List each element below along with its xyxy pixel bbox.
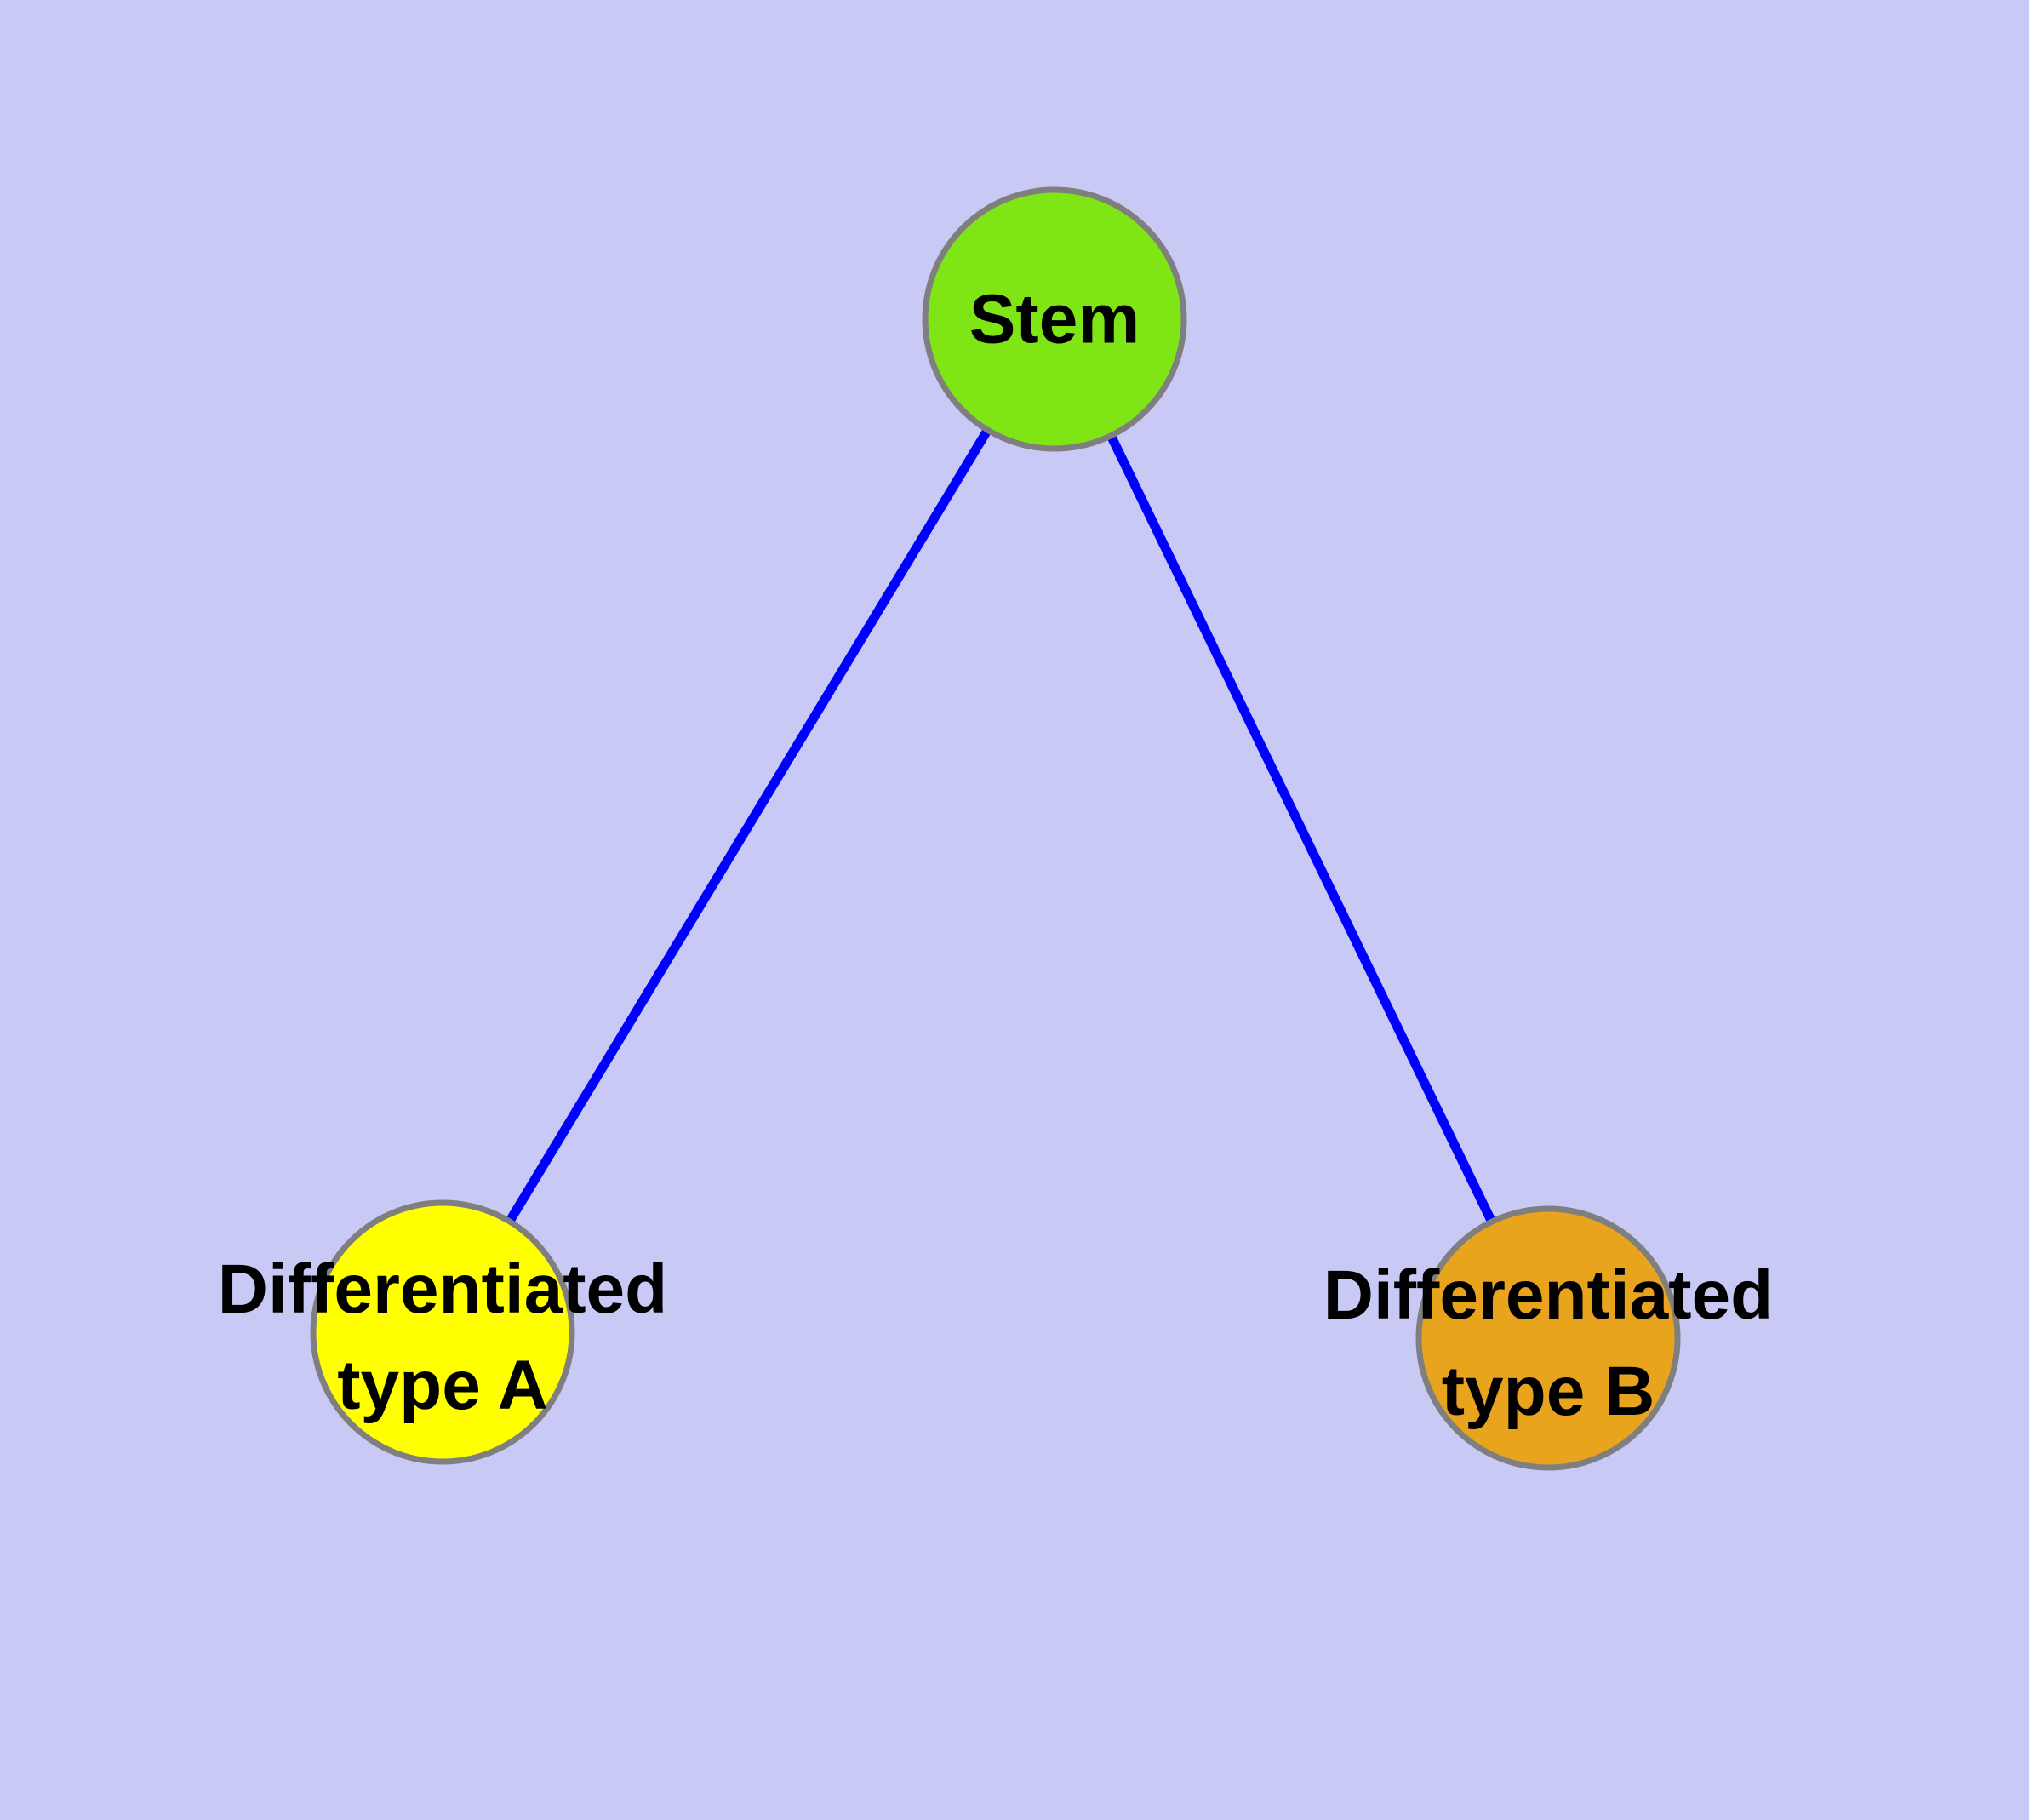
node-differentiated-type-b-label: Differentiated — [1323, 1256, 1774, 1334]
edge-stem-to-differentiated-type-b — [1050, 317, 1552, 1341]
node-differentiated-type-b-label: type B — [1442, 1353, 1655, 1430]
node-differentiated-type-a — [310, 1199, 575, 1465]
node-differentiated-type-b — [1415, 1205, 1681, 1471]
node-stem — [922, 186, 1187, 452]
node-differentiated-type-a-label: type A — [337, 1347, 548, 1424]
node-stem-label: Stem — [969, 281, 1140, 358]
edge-stem-to-differentiated-type-a — [438, 317, 1059, 1335]
node-differentiated-type-a-label: Differentiated — [218, 1251, 668, 1328]
